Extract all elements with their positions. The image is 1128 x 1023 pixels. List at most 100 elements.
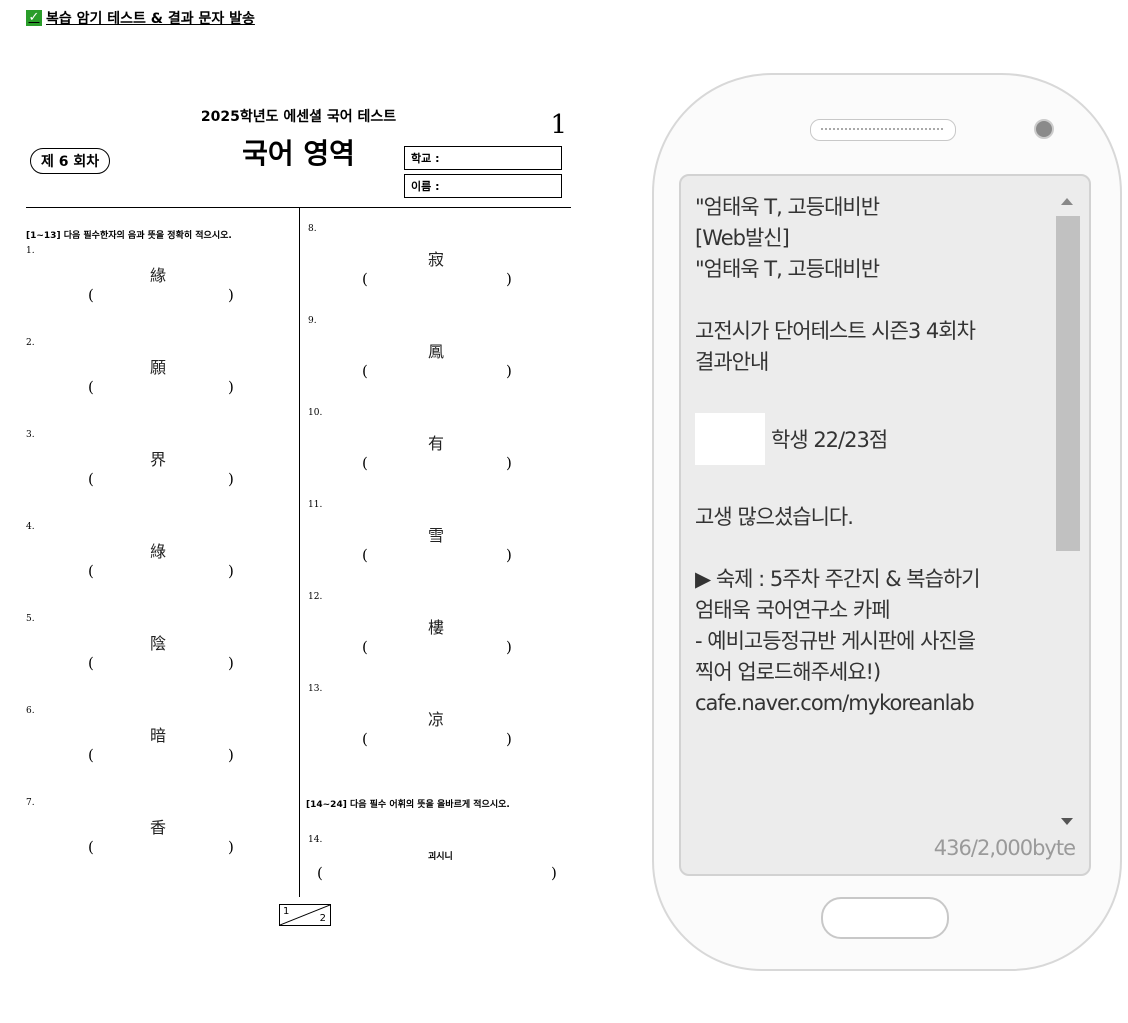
school-field: 학교 : [404, 146, 562, 170]
answer-paren-close: ) [506, 546, 512, 564]
answer-paren-open: ( [88, 378, 94, 396]
question-number: 14. [308, 835, 323, 845]
question-number: 7. [26, 798, 35, 808]
answer-paren-open: ( [362, 270, 368, 288]
answer-paren-open: ( [88, 562, 94, 580]
question-hanja: 鳳 [428, 342, 445, 361]
answer-paren-open: ( [362, 546, 368, 564]
answer-paren-open: ( [88, 746, 94, 764]
message-line: ▶ 숙제 : 5주차 주간지 & 복습하기 [695, 567, 981, 591]
answer-paren-close: ) [228, 286, 234, 304]
exam-subtitle: 2025학년도 에센셜 국어 테스트 [200, 109, 397, 125]
message-line: "엄태욱 T, 고등대비반 [695, 195, 880, 219]
page-number: 1 [550, 110, 567, 140]
message-line: "엄태욱 T, 고등대비반 [695, 257, 880, 281]
message-line: 학생 22/23점 [695, 409, 1055, 471]
answer-paren-close: ) [506, 730, 512, 748]
header-divider [26, 207, 571, 208]
message-line [695, 533, 1055, 564]
answer-paren-open: ( [362, 362, 368, 380]
scroll-up-arrow-icon[interactable] [1061, 198, 1073, 205]
question-hanja: 願 [150, 358, 167, 377]
answer-paren-close: ) [228, 562, 234, 580]
message-line: [Web발신] [695, 226, 790, 250]
camera-icon [1034, 119, 1054, 139]
question-hanja: 界 [150, 450, 167, 469]
round-badge: 제 6 회차 [30, 148, 111, 174]
question-number: 1. [26, 246, 35, 256]
question-hanja: 香 [150, 818, 167, 837]
question-number: 4. [26, 522, 35, 532]
answer-paren-open: ( [317, 864, 323, 882]
redacted-student-name [695, 413, 765, 465]
answer-paren-open: ( [88, 470, 94, 488]
message-line: 찍어 업로드해주세요!) [695, 660, 881, 684]
answer-paren-close: ) [506, 270, 512, 288]
exam-title: 국어 영역 [242, 137, 355, 170]
message-line: 고전시가 단어테스트 시즌3 4회차 [695, 319, 976, 343]
answer-paren-open: ( [362, 730, 368, 748]
answer-paren-close: ) [228, 838, 234, 856]
question-hanja: 樓 [428, 618, 445, 637]
exam-sheet: 2025학년도 에센셜 국어 테스트 1 국어 영역 제 6 회차 학교 : 이… [26, 100, 571, 930]
header-title: 복습 암기 테스트 & 결과 문자 발송 [46, 11, 255, 27]
answer-paren-close: ) [551, 864, 557, 882]
column-divider [299, 207, 300, 897]
question-number: 6. [26, 706, 35, 716]
page-indicator-current: 1 [283, 906, 290, 917]
question-hanja: 有 [428, 434, 445, 453]
question-number: 8. [308, 224, 317, 234]
scroll-down-arrow-icon[interactable] [1061, 818, 1073, 825]
answer-paren-close: ) [228, 470, 234, 488]
message-line: - 예비고등정규반 게시판에 사진을 [695, 629, 976, 653]
message-line: 엄태욱 국어연구소 카페 [695, 598, 891, 622]
answer-paren-close: ) [228, 746, 234, 764]
byte-counter: 436/2,000byte [933, 836, 1076, 860]
answer-paren-open: ( [362, 638, 368, 656]
name-field: 이름 : [404, 174, 562, 198]
answer-paren-open: ( [362, 454, 368, 472]
question-hanja: 寂 [428, 250, 445, 269]
answer-paren-close: ) [506, 454, 512, 472]
message-line: 고생 많으셨습니다. [695, 505, 854, 529]
message-line [695, 471, 1055, 502]
scrollbar-thumb[interactable] [1056, 216, 1080, 551]
answer-paren-close: ) [228, 378, 234, 396]
question-number: 5. [26, 614, 35, 624]
page-header: ✓ 복습 암기 테스트 & 결과 문자 발송 [26, 8, 255, 28]
answer-paren-close: ) [506, 638, 512, 656]
question-hanja: 凉 [428, 710, 445, 729]
question-number: 2. [26, 338, 35, 348]
question-number: 11. [308, 500, 323, 510]
answer-paren-open: ( [88, 654, 94, 672]
question-number: 9. [308, 316, 317, 326]
check-icon: ✓ [26, 10, 42, 26]
vocab-word: 괴시니 [428, 852, 453, 862]
message-line [695, 285, 1055, 316]
instruction-hanja: [1~13] 다음 필수한자의 음과 뜻을 정확히 적으시오. [26, 231, 232, 241]
message-line: cafe.naver.com/mykoreanlab [695, 691, 975, 715]
answer-paren-open: ( [88, 286, 94, 304]
answer-paren-close: ) [506, 362, 512, 380]
page-indicator: 1 2 [279, 904, 331, 926]
question-hanja: 雪 [428, 526, 445, 545]
message-line [695, 378, 1055, 409]
page-indicator-total: 2 [319, 913, 326, 924]
question-hanja: 緣 [150, 266, 167, 285]
speaker-grille-icon [810, 119, 956, 141]
message-line-text: 학생 22/23점 [771, 428, 888, 452]
home-button[interactable] [821, 897, 949, 939]
question-number: 3. [26, 430, 35, 440]
answer-paren-close: ) [228, 654, 234, 672]
question-hanja: 綠 [150, 542, 167, 561]
answer-paren-open: ( [88, 838, 94, 856]
question-number: 13. [308, 684, 323, 694]
instruction-vocab: [14~24] 다음 필수 어휘의 뜻을 올바르게 적으시오. [306, 800, 510, 810]
message-line: 결과안내 [695, 350, 769, 374]
question-hanja: 陰 [150, 634, 167, 653]
question-number: 10. [308, 408, 323, 418]
question-hanja: 暗 [150, 726, 167, 745]
